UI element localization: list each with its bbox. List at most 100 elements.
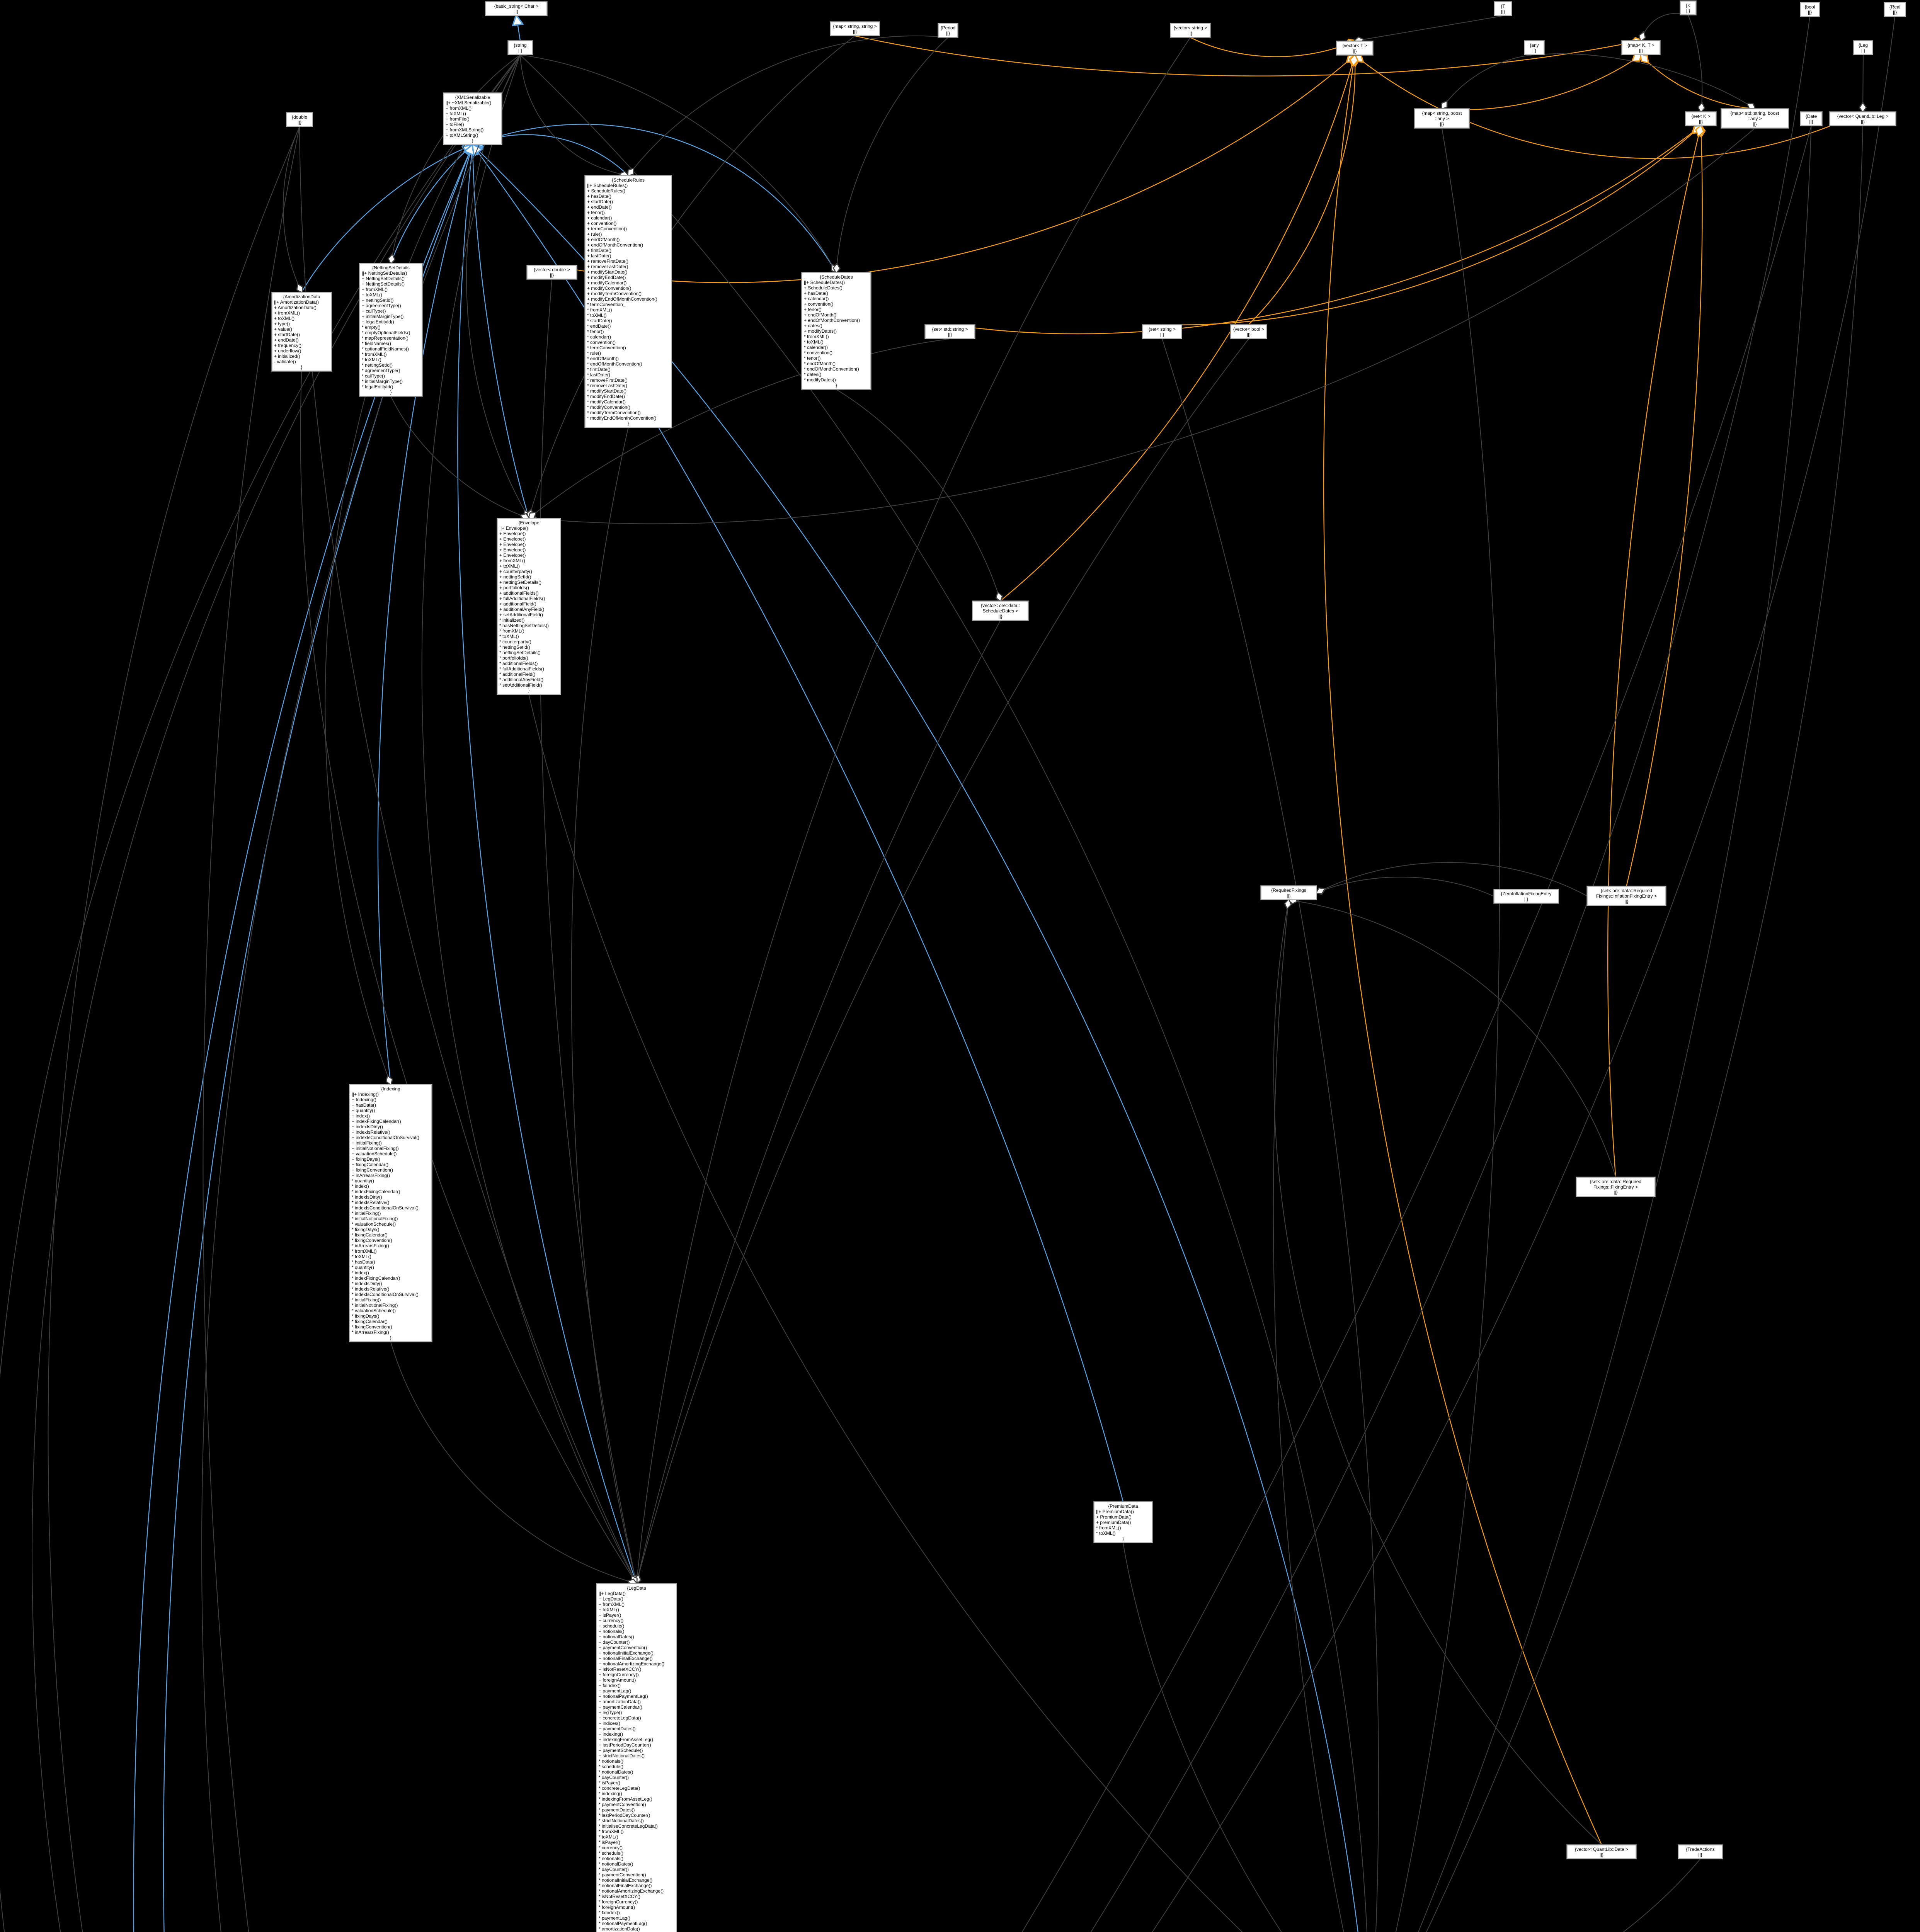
edge-vector_ql_leg-to-vector_t bbox=[1355, 55, 1863, 159]
node-xmlserializable[interactable]: {XMLSerializable||+ ~XMLSerializable()+ … bbox=[443, 93, 502, 145]
node-indexing-member: } bbox=[390, 1335, 391, 1340]
edge-k_param-to-set_k bbox=[1688, 15, 1702, 112]
node-vector-quantlib-leg-member: ||} bbox=[1860, 119, 1865, 124]
node-t-title: {T bbox=[1501, 3, 1505, 9]
node-indexing-member: * inArrearsFixing() bbox=[352, 1330, 389, 1335]
node-legdata-member: * notionalAmortizingExchange() bbox=[599, 1888, 664, 1894]
node-envelope-member: + fromXML() bbox=[499, 558, 526, 563]
node-xmlserializable-member: + toXML() bbox=[446, 111, 466, 116]
node-map-k-t-title: {map< K, T > bbox=[1627, 43, 1654, 48]
node-schedulerules-member: * tenor() bbox=[587, 329, 604, 334]
node-schedulerules-member: + modifyCalendar() bbox=[587, 280, 627, 286]
node-t: {T||} bbox=[1494, 2, 1512, 16]
node-nettingsetdetails[interactable]: {NettingSetDetails||+ NettingSetDetails(… bbox=[359, 263, 422, 396]
node-indexing[interactable]: {Indexing||+ Indexing()+ Indexing()+ has… bbox=[349, 1084, 432, 1342]
node-legdata-member: + fxIndex() bbox=[599, 1683, 621, 1688]
node-nettingsetdetails-member: * emptyOptionalFields() bbox=[362, 330, 410, 335]
node-amortizationdata[interactable]: {AmortizationData||+ AmortizationData()+… bbox=[272, 292, 332, 371]
node-premiumdata-member: * toXML() bbox=[1096, 1531, 1116, 1536]
node-k-title: {K bbox=[1685, 3, 1690, 8]
node-legdata-member: * initialiseConcreteLegData() bbox=[599, 1823, 658, 1829]
edge-double_box-to-rpa bbox=[203, 126, 300, 1932]
edge-k_param-to-map_k_t bbox=[1641, 13, 1689, 41]
node-scheduledates-member: * endOfMonth() bbox=[804, 361, 836, 366]
node-legdata-member: + notionalInitialExchange() bbox=[599, 1650, 654, 1656]
node-scheduledates[interactable]: {ScheduleDates||+ ScheduleDates()+ Sched… bbox=[802, 272, 871, 389]
node-string: {string||} bbox=[508, 41, 533, 55]
node-t-member: ||} bbox=[1501, 9, 1505, 14]
node-premiumdata[interactable]: {PremiumData||+ PremiumData()+ PremiumDa… bbox=[1094, 1502, 1152, 1543]
node-schedulerules-member: * termConvention_ bbox=[587, 302, 626, 307]
node-envelope-member: * fromXML() bbox=[499, 628, 524, 634]
node-indexing-member: * fromXML() bbox=[352, 1248, 377, 1254]
node-map-string-boost-any: {map< string, boost::any >||} bbox=[1414, 109, 1469, 128]
node-requiredfixings-member: ||} bbox=[1287, 893, 1291, 898]
node-envelope[interactable]: {Envelope||+ Envelope()+ Envelope()+ Env… bbox=[497, 518, 561, 695]
node-amortizationdata-member: + frequency() bbox=[274, 343, 302, 348]
node-set-stdstring-member: ||} bbox=[948, 332, 952, 337]
node-basic-string-member: ||} bbox=[514, 9, 519, 14]
node-xmlserializable-member: + fromXML() bbox=[446, 105, 472, 111]
edge-amortizationdata-to-legdata bbox=[300, 371, 637, 1583]
node-bool-member: ||} bbox=[1808, 10, 1812, 15]
node-leg: {Leg||} bbox=[1854, 41, 1873, 55]
node-envelope-member: * nettingSetDetails() bbox=[499, 650, 541, 655]
edge-date_box-to-trade bbox=[1418, 126, 1812, 1932]
node-premiumdata-member: } bbox=[1122, 1536, 1124, 1541]
node-legdata-member: * isNotResetXCCY() bbox=[599, 1894, 641, 1899]
edge-envelope-to-trade bbox=[528, 694, 1243, 1932]
node-legdata-member: * fxIndex() bbox=[599, 1910, 620, 1915]
node-legdata-member: * isPayer() bbox=[599, 1840, 621, 1845]
node-schedulerules-member: ||+ ScheduleRules() bbox=[587, 183, 628, 188]
edge-trade-to-xmlserializable bbox=[473, 145, 1358, 1932]
node-amortizationdata-member: + underflow() bbox=[274, 348, 301, 354]
node-amortizationdata-member: + value() bbox=[274, 327, 293, 332]
node-amortizationdata-member: + endDate() bbox=[274, 337, 299, 343]
node-legdata-member: + indexing() bbox=[599, 1731, 623, 1737]
node-envelope-member: * counterparty() bbox=[499, 639, 531, 645]
node-envelope-title: {Envelope bbox=[518, 520, 540, 526]
node-set-k-member: ||} bbox=[1699, 119, 1703, 124]
node-schedulerules-member: * removeFirstDate() bbox=[587, 378, 628, 383]
edge-t_param-to-vector_t bbox=[1355, 15, 1503, 41]
node-indexing-member: * indexIsConditionalOnSurvival() bbox=[352, 1292, 419, 1297]
node-legdata-member: + isPayer() bbox=[599, 1612, 621, 1618]
node-premiumdata-member: ||+ PremiumData() bbox=[1096, 1509, 1134, 1514]
node-map-stdstring-boost-any: {map< std::string, boost::any >||} bbox=[1721, 109, 1789, 128]
node-xmlserializable-member: + toFile() bbox=[446, 122, 464, 127]
node-indexing-member: * indexIsConditionalOnSurvival() bbox=[352, 1205, 419, 1211]
node-indexing-member: * indexIsRelative() bbox=[352, 1200, 390, 1205]
node-indexing-member: * fixingDays() bbox=[352, 1227, 380, 1232]
node-vector-bool-title: {vector< bool > bbox=[1233, 327, 1265, 332]
node-legdata-member: * currency() bbox=[599, 1845, 623, 1850]
node-legdata-member: * schedule() bbox=[599, 1850, 624, 1856]
edge-indexing-to-xmlserializable bbox=[377, 145, 473, 1085]
node-amortizationdata-member: } bbox=[301, 364, 303, 370]
node-schedulerules[interactable]: {ScheduleRules||+ ScheduleRules()+ Sched… bbox=[585, 175, 672, 428]
node-schedulerules-member: + firstDate() bbox=[587, 248, 612, 253]
node-schedulerules-member: * rule() bbox=[587, 350, 601, 356]
node-string-title: {string bbox=[514, 43, 527, 48]
node-envelope-member: + fullAdditionalFields() bbox=[499, 596, 545, 601]
edge-string-to-treasurylockdata bbox=[0, 54, 521, 1932]
node-amortizationdata-title: {AmortizationData bbox=[283, 294, 320, 299]
node-vector-double: {vector< double >||} bbox=[527, 265, 577, 279]
node-scheduledates-member: } bbox=[835, 383, 837, 388]
node-set-fixingentry-title: {set< ore::data::Required bbox=[1590, 1179, 1642, 1184]
node-legdata[interactable]: {LegData||+ LegData()+ LegData()+ fromXM… bbox=[596, 1583, 677, 1932]
node-envelope-member: * fullAdditionalFields() bbox=[499, 666, 545, 672]
node-legdata-member: + LegData() bbox=[599, 1596, 623, 1602]
node-schedulerules-member: + removeFirstDate() bbox=[587, 259, 629, 264]
edge-vector_ql_date-to-requiredfixings bbox=[1273, 900, 1602, 1845]
node-nettingsetdetails-title: {NettingSetDetails bbox=[372, 265, 410, 270]
node-legdata-member: * lastPeriodDayCounter() bbox=[599, 1813, 650, 1818]
node-amortizationdata-member: + fromXML() bbox=[274, 310, 300, 316]
node-scheduledates-member: * fromXML() bbox=[804, 334, 829, 339]
edge-nettingsetdetails-to-xmlserializable bbox=[390, 145, 473, 264]
node-envelope-member: + portfolioIds() bbox=[499, 585, 529, 590]
edge-double_box-to-amortizationdata bbox=[283, 126, 302, 292]
node-indexing-member: * indexFixingCalendar() bbox=[352, 1276, 400, 1281]
node-legdata-member: * dayCounter() bbox=[599, 1867, 629, 1872]
edge-string-to-indexing bbox=[325, 54, 521, 1084]
node-legdata-member: + notionalDates() bbox=[599, 1634, 634, 1639]
